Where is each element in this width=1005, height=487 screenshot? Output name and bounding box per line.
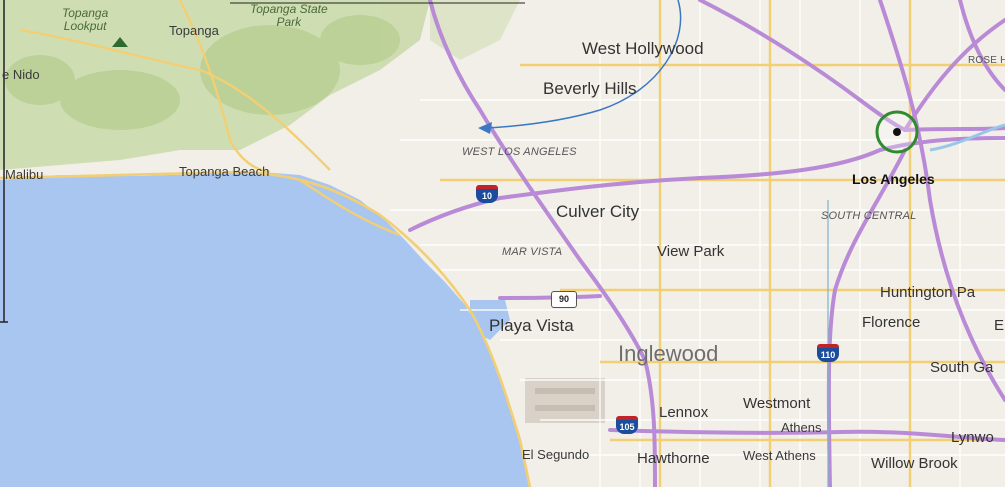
label-lennox: Lennox [659,404,709,421]
curved-arrow-icon [478,0,682,134]
label-topanga-lookout: Topanga Lookput [62,6,109,33]
label-inglewood: Inglewood [618,341,719,366]
label-mar-vista: MAR VISTA [502,246,563,258]
label-topanga-state-park: Topanga State Park [250,2,328,29]
ocean [0,172,530,487]
label-huntington-park: Huntington Pa [880,284,976,301]
label-topanga-beach: Topanga Beach [179,164,270,179]
shield-i10: 10 [476,185,498,203]
label-west-los-angeles: WEST LOS ANGELES [462,146,577,158]
label-south-central: SOUTH CENTRAL [821,210,917,222]
label-view-park: View Park [657,243,725,260]
label-florence-e: E [994,317,1005,334]
label-el-nido: e Nido [2,67,40,82]
location-target-icon[interactable] [875,110,919,154]
label-hawthorne: Hawthorne [637,450,710,467]
shield-i110: 110 [817,344,839,362]
label-culver-city: Culver City [556,202,640,221]
shield-route-90: 90 [551,291,577,308]
label-el-segundo: El Segundo [522,447,590,462]
label-topanga: Topanga [169,23,219,38]
label-beverly-hills: Beverly Hills [543,79,637,98]
label-malibu: Malibu [5,167,44,182]
label-los-angeles: Los Angeles [852,171,935,187]
label-athens: Athens [781,420,822,435]
label-florence: Florence [862,314,921,331]
label-rose-hills: ROSE H [968,55,1005,66]
label-westmont: Westmont [743,395,811,412]
mountain-peak-icon [112,37,128,47]
shield-i105: 105 [616,416,638,434]
label-south-gate: South Ga [930,359,994,376]
label-playa-vista: Playa Vista [489,316,574,335]
label-willow-brook: Willow Brook [871,455,958,472]
label-lynwood: Lynwo [951,429,994,446]
label-west-athens: West Athens [743,448,816,463]
label-west-hollywood: West Hollywood [582,39,704,58]
